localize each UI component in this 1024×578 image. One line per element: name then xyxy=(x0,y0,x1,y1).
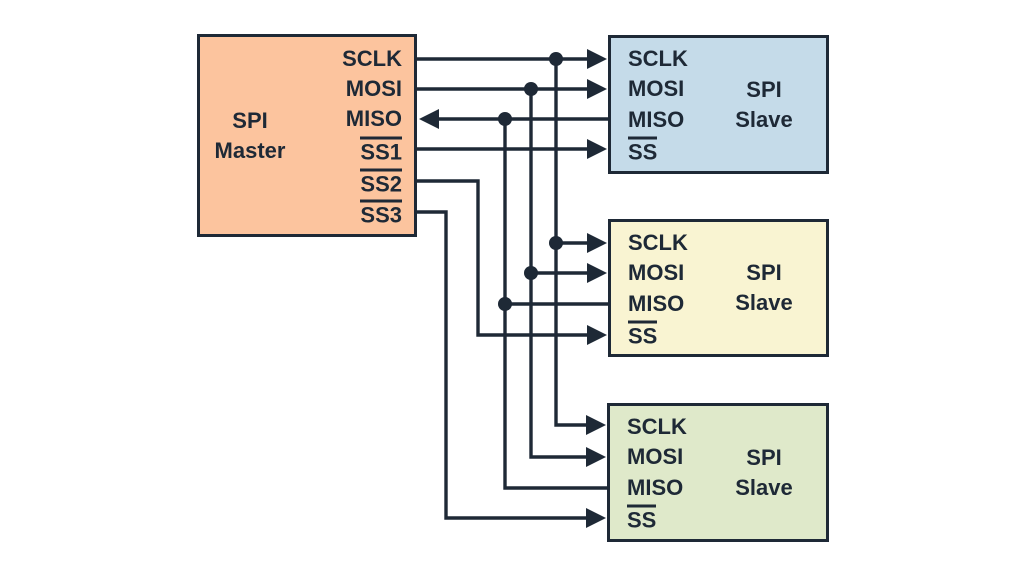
arrowhead-right xyxy=(586,447,606,467)
slave1-pin-ss: SS xyxy=(628,136,658,164)
wire-sclk-bus-to-slave3 xyxy=(554,59,588,427)
master-pin-mosi: MOSI xyxy=(346,78,402,100)
master-pin-ss1: SS1 xyxy=(360,136,402,164)
arrowhead-right xyxy=(586,508,606,528)
arrowhead-right xyxy=(587,263,607,283)
slave2-label-line2: Slave xyxy=(735,290,793,315)
slave1-label-line1: SPI xyxy=(746,76,782,102)
slave1-pin-mosi: MOSI xyxy=(628,78,684,100)
arrowhead-right xyxy=(587,49,607,69)
slave1-pin-ss-label: SS xyxy=(628,136,658,164)
junction-dot xyxy=(549,52,563,66)
arrowhead-right xyxy=(587,79,607,99)
slave1-pin-sclk-label: SCLK xyxy=(628,46,688,71)
wire-ss3-master-to-slave3 xyxy=(415,210,588,520)
junction-dot xyxy=(498,297,512,311)
spi-slave1-block: SPI Slave SCLK MOSI MISO SS xyxy=(608,35,829,174)
master-label: SPI Master xyxy=(202,106,298,166)
slave3-label-line2: Slave xyxy=(735,474,793,500)
arrowhead-right xyxy=(587,325,607,345)
wire-miso-bus-to-slave3 xyxy=(503,119,609,490)
slave3-pin-mosi: MOSI xyxy=(627,446,683,468)
slave1-label: SPI Slave xyxy=(716,75,812,135)
master-pin-ss3-label: SS3 xyxy=(360,199,402,227)
junction-dot xyxy=(524,266,538,280)
slave1-pin-miso-label: MISO xyxy=(628,107,685,132)
slave3-label-line1: SPI xyxy=(746,444,782,470)
master-pin-ss2-label: SS2 xyxy=(360,168,402,196)
slave2-label: SPI Slave xyxy=(716,258,812,318)
slave1-pin-miso: MISO xyxy=(628,109,684,131)
wire-ss2-master-to-slave2 xyxy=(415,179,589,337)
slave3-pin-sclk: SCLK xyxy=(627,416,687,438)
slave1-pin-sclk: SCLK xyxy=(628,48,688,70)
slave1-label-line2: Slave xyxy=(735,106,793,132)
slave2-pin-miso: MISO xyxy=(628,293,684,315)
slave2-pin-mosi-label: MOSI xyxy=(628,260,685,285)
slave3-pin-ss-label: SS xyxy=(627,504,657,532)
slave3-pin-miso-label: MISO xyxy=(627,475,684,500)
master-pin-sclk-label: SCLK xyxy=(342,46,402,71)
junction-dot xyxy=(549,236,563,250)
slave2-pin-mosi: MOSI xyxy=(628,262,684,284)
slave2-pin-ss-label: SS xyxy=(628,320,658,348)
slave2-pin-miso-label: MISO xyxy=(628,291,685,316)
spi-master-block: SPI Master SCLK MOSI MISO SS1 SS2 SS3 xyxy=(197,34,417,237)
master-pin-miso-label: MISO xyxy=(345,106,402,131)
wire-mosi-bus-to-slave3 xyxy=(529,89,588,459)
slave2-pin-sclk: SCLK xyxy=(628,232,688,254)
arrowhead-right xyxy=(587,139,607,159)
master-pin-miso: MISO xyxy=(346,108,402,130)
slave3-pin-mosi-label: MOSI xyxy=(627,444,684,469)
slave3-label: SPI Slave xyxy=(716,443,812,503)
slave2-pin-ss: SS xyxy=(628,320,658,348)
arrowhead-left xyxy=(419,109,439,129)
junction-dot xyxy=(498,112,512,126)
master-pin-sclk: SCLK xyxy=(342,48,402,70)
slave3-pin-miso: MISO xyxy=(627,477,683,499)
slave3-pin-ss: SS xyxy=(627,504,657,532)
spi-slave2-block: SPI Slave SCLK MOSI MISO SS xyxy=(608,219,829,357)
junction-dot xyxy=(524,82,538,96)
slave1-pin-mosi-label: MOSI xyxy=(628,76,685,101)
master-pin-ss2: SS2 xyxy=(360,168,402,196)
master-pin-ss1-label: SS1 xyxy=(360,136,402,164)
master-label-line2: Master xyxy=(214,137,286,163)
master-pin-ss3: SS3 xyxy=(360,199,402,227)
spi-slave3-block: SPI Slave SCLK MOSI MISO SS xyxy=(607,403,829,542)
arrowhead-right xyxy=(587,233,607,253)
slave2-label-line1: SPI xyxy=(746,260,782,285)
master-label-line1: SPI xyxy=(232,107,268,133)
master-pin-mosi-label: MOSI xyxy=(345,76,402,101)
slave3-pin-sclk-label: SCLK xyxy=(627,414,687,439)
slave2-pin-sclk-label: SCLK xyxy=(628,230,688,255)
arrowhead-right xyxy=(586,415,606,435)
